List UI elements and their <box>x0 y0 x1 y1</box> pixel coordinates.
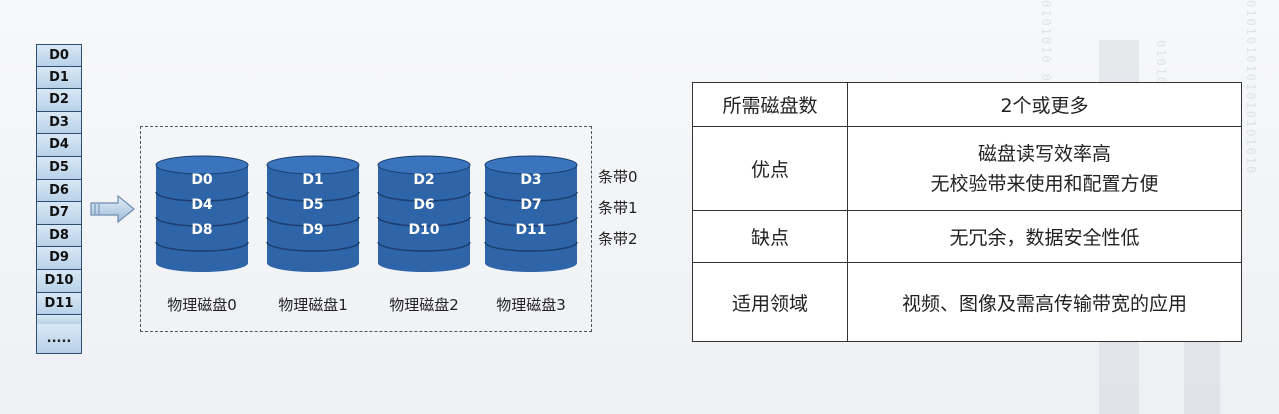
right-arrow-icon <box>90 194 136 228</box>
stripe-block: D4 <box>191 197 213 213</box>
data-block: D5 <box>36 156 82 180</box>
physical-disk-3: D3 D7 D11 <box>484 155 578 273</box>
table-key-cell: 缺点 <box>692 210 848 263</box>
value-line: 磁盘读写效率高 <box>977 142 1111 165</box>
table-value-cell: 无冗余，数据安全性低 <box>847 210 1242 263</box>
stripe-block: D10 <box>408 222 440 238</box>
physical-disk-1: D1 D5 D9 <box>266 155 360 273</box>
disk-cylinder-icon <box>484 155 578 272</box>
disk-cylinder-icon <box>155 155 249 272</box>
table-value-cell: 视频、图像及需高传输带宽的应用 <box>847 262 1242 342</box>
data-block: D9 <box>36 247 82 270</box>
stack-gap <box>36 315 82 325</box>
stripe-block: D11 <box>515 222 547 238</box>
table-row: 所需磁盘数 2个或更多 <box>692 82 1242 127</box>
disk-label: 物理磁盘2 <box>389 296 459 314</box>
stripe-block: D6 <box>413 197 435 213</box>
disk-label: 物理磁盘0 <box>167 296 237 314</box>
table-key-cell: 适用领域 <box>692 262 848 342</box>
data-block-more: ..... <box>36 324 82 355</box>
disk-cylinder-icon <box>377 155 471 272</box>
disk-label: 物理磁盘3 <box>496 296 566 314</box>
stripe-label: 条带0 <box>598 168 638 186</box>
raid0-info-table: 所需磁盘数 2个或更多 优点 磁盘读写效率高 无校验带来使用和配置方便 缺点 无… <box>692 82 1242 342</box>
data-block: D2 <box>36 89 82 112</box>
stripe-block: D8 <box>191 222 213 238</box>
data-block: D6 <box>36 179 82 203</box>
data-block: D10 <box>36 269 82 293</box>
data-block: D3 <box>36 111 82 135</box>
stripe-block: D5 <box>302 197 324 213</box>
stripe-block: D7 <box>520 197 542 213</box>
data-block: D4 <box>36 134 82 157</box>
table-row: 优点 磁盘读写效率高 无校验带来使用和配置方便 <box>692 126 1242 211</box>
stripe-block: D1 <box>302 172 324 188</box>
raid0-array-box <box>140 126 592 332</box>
stripe-block: D2 <box>413 172 435 188</box>
data-block: D11 <box>36 292 82 316</box>
data-block: D7 <box>36 202 82 225</box>
table-key-cell: 优点 <box>692 126 848 211</box>
data-block: D1 <box>36 66 82 90</box>
stripe-block: D0 <box>191 172 213 188</box>
data-block: D8 <box>36 224 82 248</box>
table-row: 适用领域 视频、图像及需高传输带宽的应用 <box>692 262 1242 342</box>
physical-disk-0: D0 D4 D8 <box>155 155 249 273</box>
table-value-cell: 磁盘读写效率高 无校验带来使用和配置方便 <box>847 126 1242 211</box>
physical-disk-2: D2 D6 D10 <box>377 155 471 273</box>
disk-label: 物理磁盘1 <box>278 296 348 314</box>
data-block-stack: D0 D1 D2 D3 D4 D5 D6 D7 D8 D9 D10 D11 ..… <box>36 44 82 355</box>
stripe-label: 条带1 <box>598 199 638 217</box>
table-key-cell: 所需磁盘数 <box>692 82 848 127</box>
disk-cylinder-icon <box>266 155 360 272</box>
stripe-block: D9 <box>302 222 324 238</box>
data-block: D0 <box>36 44 82 67</box>
value-line: 无校验带来使用和配置方便 <box>930 172 1159 195</box>
stripe-block: D3 <box>520 172 542 188</box>
table-row: 缺点 无冗余，数据安全性低 <box>692 210 1242 263</box>
stripe-label: 条带2 <box>598 230 638 248</box>
table-value-cell: 2个或更多 <box>847 82 1242 127</box>
